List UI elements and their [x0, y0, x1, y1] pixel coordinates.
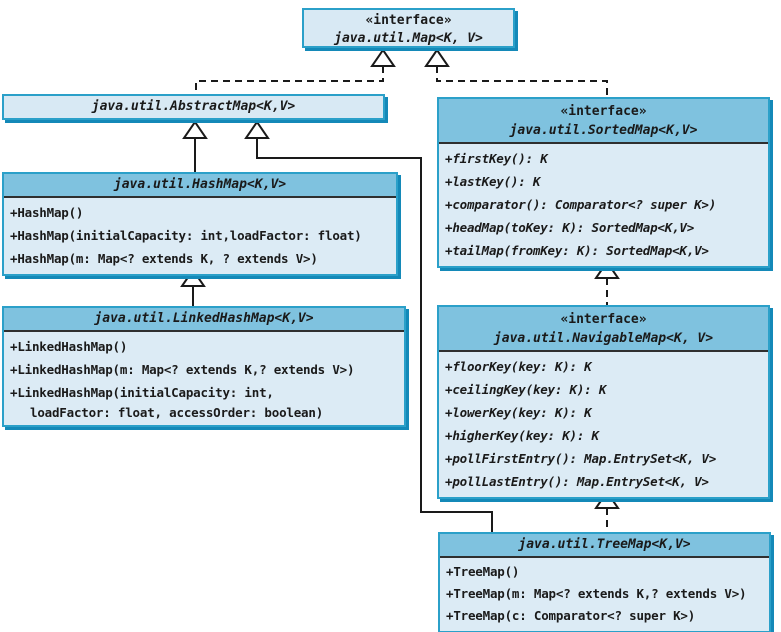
- triangle-arrowhead-sortedmap: [594, 260, 620, 279]
- method-row: +tailMap(fromKey: K): SortedMap<K,V>: [445, 243, 709, 258]
- method-row: +firstKey(): K: [445, 151, 548, 166]
- class-name: java.util.Map<K, V>: [334, 31, 483, 46]
- class-name: java.util.LinkedHashMap<K,V>: [4, 308, 404, 332]
- stereotype-label: «interface»: [560, 312, 647, 327]
- realization-abstractmap-to-map: [195, 66, 384, 94]
- generalization-treemap-to-abstractmap: [256, 138, 493, 532]
- class-box-navigablemap: «interface» java.util.NavigableMap<K, V>…: [437, 305, 770, 499]
- method-row: +pollFirstEntry(): Map.EntrySet<K, V>: [445, 451, 717, 466]
- method-list: +firstKey(): K +lastKey(): K +comparator…: [439, 144, 768, 266]
- triangle-arrowhead-hashmap: [180, 268, 206, 287]
- triangle-arrowhead-abstractmap-left: [182, 120, 208, 139]
- class-box-sortedmap: «interface» java.util.SortedMap<K,V> +fi…: [437, 97, 770, 268]
- triangle-arrowhead-map-left: [370, 48, 396, 67]
- triangle-arrowhead-map-right: [424, 48, 450, 67]
- interface-header: «interface» java.util.SortedMap<K,V>: [439, 99, 768, 144]
- method-row: +headMap(toKey: K): SortedMap<K,V>: [445, 220, 695, 235]
- method-row: +lastKey(): K: [445, 174, 541, 189]
- method-row: +LinkedHashMap(m: Map<? extends K,? exte…: [10, 362, 355, 377]
- class-box-abstractmap: java.util.AbstractMap<K,V>: [2, 94, 385, 120]
- stereotype-label: «interface»: [365, 13, 452, 28]
- method-row: +LinkedHashMap(): [10, 339, 128, 354]
- method-row: +lowerKey(key: K): K: [445, 405, 592, 420]
- method-row: +comparator(): Comparator<? super K>): [445, 197, 717, 212]
- method-row: +higherKey(key: K): K: [445, 428, 599, 443]
- class-name: java.util.SortedMap<K,V>: [509, 123, 698, 138]
- method-row: +LinkedHashMap(initialCapacity: int,: [10, 385, 274, 400]
- realization-sortedmap-to-map: [436, 66, 608, 97]
- class-name: java.util.AbstractMap<K,V>: [91, 99, 296, 114]
- method-row: +TreeMap(c: Comparator<? super K>): [446, 608, 696, 623]
- class-box-treemap: java.util.TreeMap<K,V> +TreeMap() +TreeM…: [438, 532, 771, 632]
- method-row: +pollLastEntry(): Map.EntrySet<K, V>: [445, 474, 709, 489]
- class-name: java.util.HashMap<K,V>: [4, 174, 396, 198]
- method-row: +HashMap(m: Map<? extends K, ? extends V…: [10, 251, 318, 266]
- method-row: +HashMap(initialCapacity: int,loadFactor…: [10, 228, 362, 243]
- method-row: +ceilingKey(key: K): K: [445, 382, 607, 397]
- method-row: +TreeMap(): [446, 564, 520, 579]
- stereotype-label: «interface»: [560, 104, 647, 119]
- method-row: +TreeMap(m: Map<? extends K,? extends V>…: [446, 586, 747, 601]
- class-box-map: «interface» java.util.Map<K, V>: [302, 8, 515, 48]
- class-name: java.util.TreeMap<K,V>: [440, 534, 769, 558]
- triangle-arrowhead-navigablemap: [594, 490, 620, 509]
- method-row-continuation: loadFactor: float, accessOrder: boolean): [30, 405, 324, 420]
- method-list: +HashMap() +HashMap(initialCapacity: int…: [4, 198, 396, 274]
- class-box-hashmap: java.util.HashMap<K,V> +HashMap() +HashM…: [2, 172, 398, 276]
- class-box-linkedhashmap: java.util.LinkedHashMap<K,V> +LinkedHash…: [2, 306, 406, 427]
- interface-header: «interface» java.util.NavigableMap<K, V>: [439, 307, 768, 352]
- method-row: +HashMap(): [10, 205, 84, 220]
- method-list: +floorKey(key: K): K +ceilingKey(key: K)…: [439, 352, 768, 497]
- class-name: java.util.NavigableMap<K, V>: [493, 331, 714, 346]
- method-list: +TreeMap() +TreeMap(m: Map<? extends K,?…: [440, 558, 769, 631]
- method-row: +floorKey(key: K): K: [445, 359, 592, 374]
- method-list: +LinkedHashMap() +LinkedHashMap(m: Map<?…: [4, 332, 404, 425]
- triangle-arrowhead-abstractmap-right: [244, 120, 270, 139]
